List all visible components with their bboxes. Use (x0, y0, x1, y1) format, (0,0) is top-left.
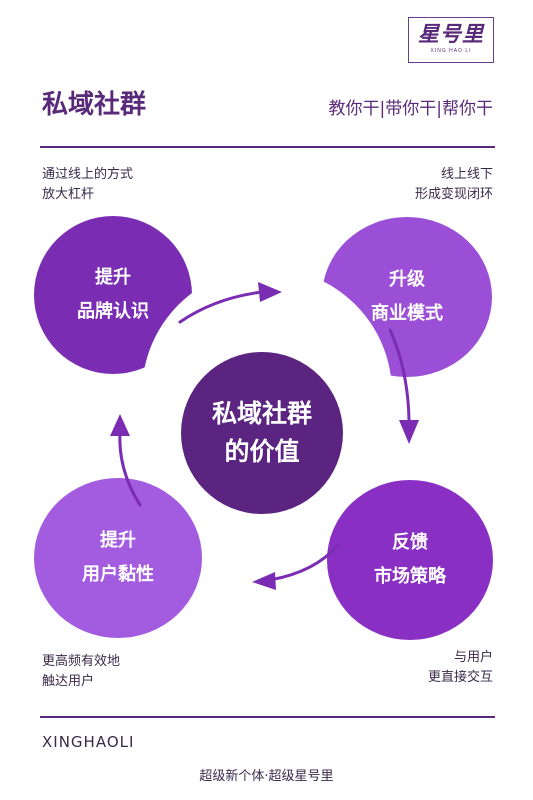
top-divider (40, 146, 495, 148)
arrowhead-right (399, 420, 419, 444)
circle-label: 用户黏性 (82, 564, 154, 585)
center-label: 私域社群 (211, 399, 312, 428)
note-top-right: 线上线下 形成变现闭环 (415, 165, 493, 205)
note-bottom-left: 更高频有效地 触达用户 (42, 652, 120, 692)
circle-label: 品牌认识 (77, 301, 149, 322)
brand-logo: 星号里 XING HAO LI (408, 17, 494, 63)
logo-subtext: XING HAO LI (430, 48, 472, 54)
arrowhead-bottom (252, 572, 276, 590)
note-line: 更高频有效地 (42, 654, 121, 669)
brand-name: XINGHAOLI (42, 733, 135, 751)
circle-user-stickiness: 提升 用户黏性 (34, 478, 202, 638)
note-line: 形成变现闭环 (414, 187, 493, 202)
circle-market-strategy: 反馈 市场策略 (327, 480, 493, 640)
logo-text: 星号里 (418, 21, 484, 46)
slogan: 教你干|带你干|帮你干 (328, 99, 493, 119)
circle-label: 市场策略 (374, 566, 446, 587)
note-line: 更直接交互 (427, 670, 493, 685)
arrow-top (178, 290, 264, 324)
arrowhead-top (258, 282, 282, 302)
note-line: 触达用户 (42, 674, 95, 689)
arrowhead-left (110, 414, 130, 436)
circle-label: 提升 (100, 530, 136, 551)
center-label: 的价值 (224, 437, 300, 466)
center-circle: 私域社群 的价值 (181, 352, 343, 514)
arrow-left (118, 430, 142, 507)
note-line: 线上线下 (440, 167, 493, 182)
arrow-right (388, 328, 411, 422)
footer-tagline: 超级新个体·超级星号里 (199, 769, 334, 784)
circle-label: 提升 (95, 267, 131, 288)
note-bottom-right: 与用户 更直接交互 (428, 648, 493, 688)
circle-label: 反馈 (392, 532, 428, 553)
page-title: 私域社群 (42, 90, 147, 120)
circle-label: 商业模式 (371, 303, 443, 324)
note-top-left: 通过线上的方式 放大杠杆 (42, 165, 133, 205)
note-line: 与用户 (453, 650, 493, 665)
circle-label: 升级 (389, 269, 425, 290)
bottom-divider (40, 716, 495, 718)
note-line: 通过线上的方式 (42, 167, 134, 182)
note-line: 放大杠杆 (42, 187, 95, 202)
arrow-bottom (268, 543, 340, 582)
